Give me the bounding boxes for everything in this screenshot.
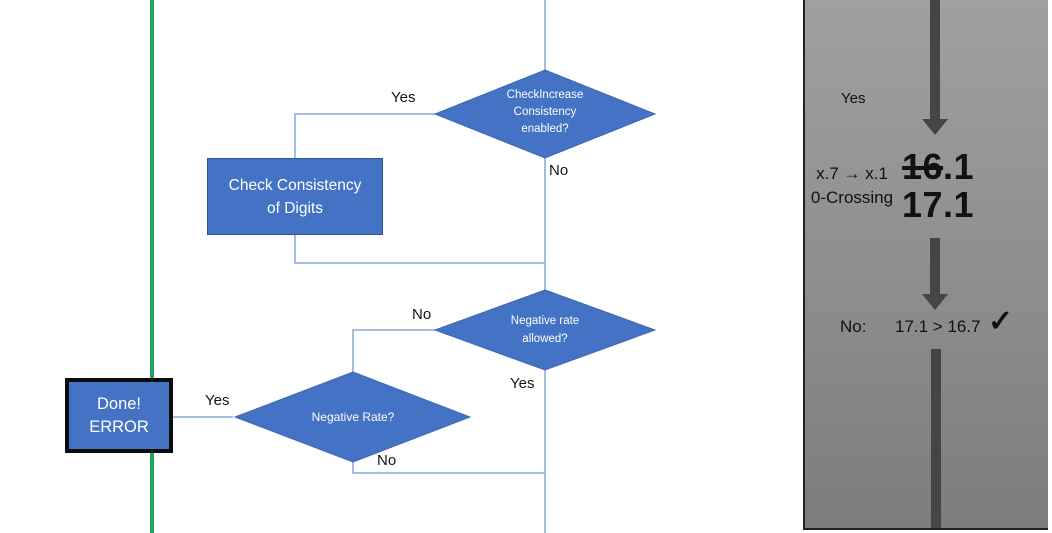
decision3-diamond: [233, 371, 472, 463]
green-vertical-rule: [150, 0, 154, 533]
process-check-consistency-box: Check Consistency of Digits: [207, 158, 383, 235]
done-box-line1: Done!: [96, 394, 142, 413]
down-arrow-2-head: [922, 294, 948, 310]
done-box-line2: ERROR: [89, 417, 149, 436]
comparison-result: 17.1 > 16.7: [895, 317, 981, 336]
branch-label-d2-yes: Yes: [510, 375, 535, 392]
process-box-line2: of Digits: [267, 199, 323, 217]
corrected-values: 16.1 17.1: [902, 148, 974, 224]
decision2-label: Negative rate allowed?: [455, 312, 635, 348]
old-value-struck: 16: [902, 146, 944, 187]
decision1-diamond: [433, 69, 657, 159]
digit-transform-line2: 0-Crossing: [810, 188, 894, 207]
decision1-label-line1: CheckIncrease: [506, 89, 584, 101]
connector-process-return: [294, 235, 545, 264]
decision3-label: Negative Rate?: [263, 409, 443, 426]
digit-transform-label: x.7 → x.1 0-Crossing: [806, 162, 898, 210]
connector-decision1-yes: [294, 113, 435, 158]
down-arrow-3-shaft: [931, 349, 941, 528]
down-arrow-1-shaft: [930, 0, 940, 119]
decision1-label: CheckIncrease Consistency enabled?: [455, 87, 635, 138]
decision2-label-line1: Negative rate: [510, 315, 580, 327]
gray-detail-panel: Yes x.7 → x.1 0-Crossing 16.1 17.1 No: 1…: [803, 0, 1048, 530]
branch-label-d1-yes: Yes: [391, 89, 416, 106]
branch-label-d1-no: No: [549, 162, 569, 179]
down-arrow-1-head: [922, 119, 948, 135]
new-value: 17.1: [902, 184, 975, 225]
decision2-diamond: [433, 289, 657, 371]
branch-label-d2-no: No: [412, 306, 432, 323]
decision2-label-line2: allowed?: [522, 333, 568, 345]
branch-label-d3-yes: Yes: [205, 392, 230, 409]
connector-decision2-no: [352, 329, 435, 372]
branch-label-d3-no: No: [377, 452, 397, 469]
process-box-line1: Check Consistency: [228, 176, 362, 194]
checkmark-icon: ✓: [988, 305, 1014, 338]
connector-decision3-no: [352, 462, 545, 474]
digit-transform-line1: x.7 → x.1: [816, 164, 888, 183]
panel-no-label: No:: [840, 317, 867, 336]
down-arrow-2-shaft: [930, 238, 940, 294]
decision1-label-line3: enabled?: [521, 123, 569, 135]
panel-yes-label: Yes: [841, 90, 866, 107]
old-value-rest: .1: [943, 146, 975, 187]
decision3-label-line1: Negative Rate?: [311, 410, 395, 424]
decision1-label-line2: Consistency: [513, 106, 577, 118]
old-value: 16.1: [902, 148, 974, 186]
done-error-box: Done! ERROR: [65, 378, 173, 453]
